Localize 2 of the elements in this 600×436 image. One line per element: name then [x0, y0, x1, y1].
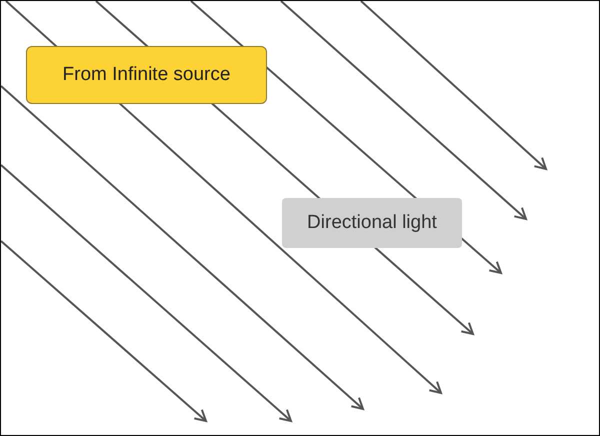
source-label-box: From Infinite source	[26, 46, 267, 104]
light-label-box: Directional light	[282, 198, 462, 248]
